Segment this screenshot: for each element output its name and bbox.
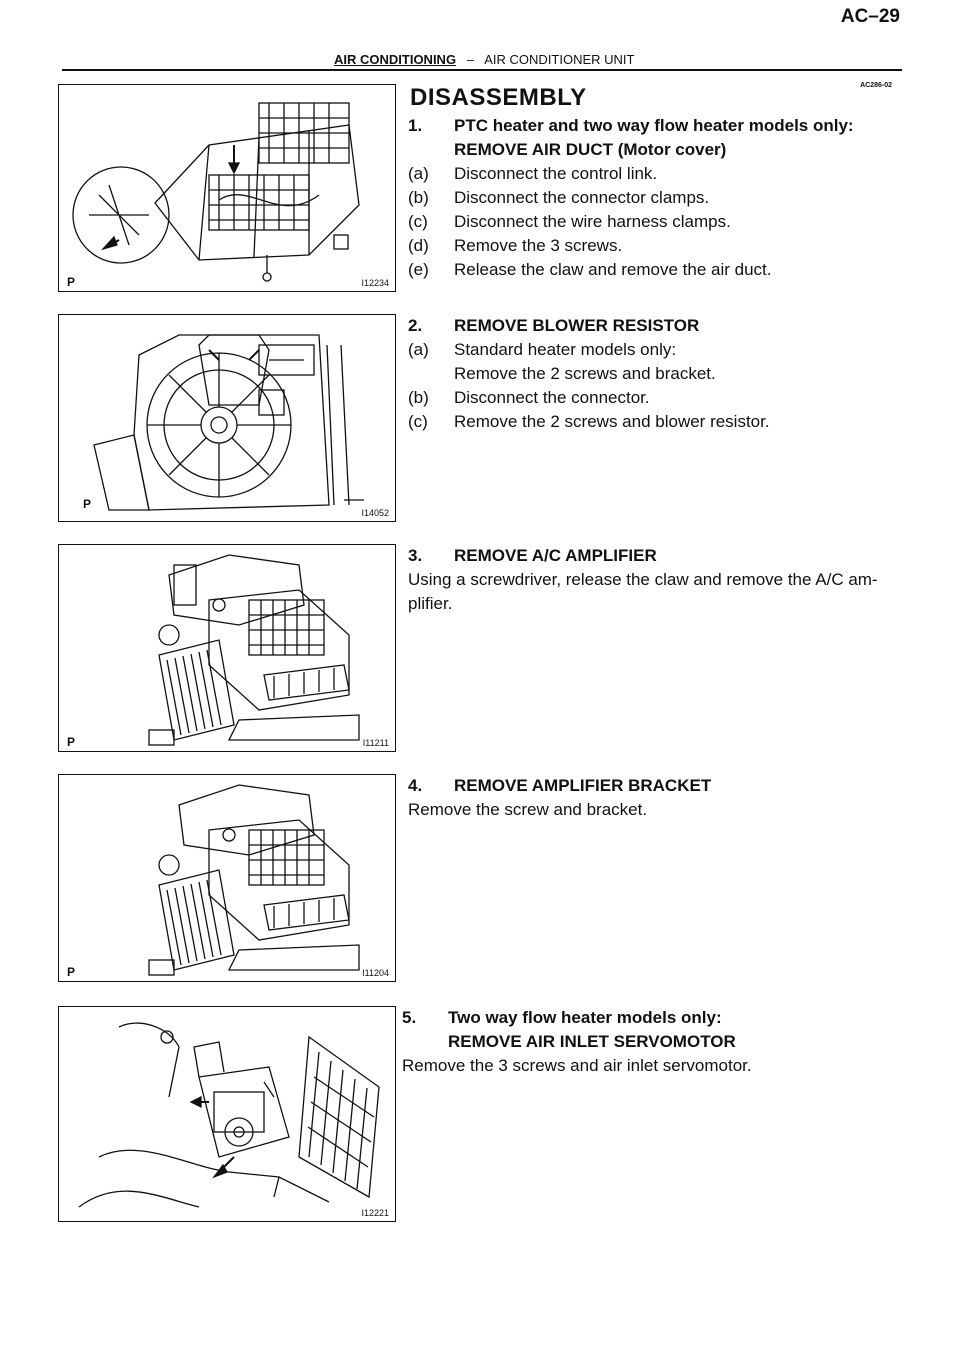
substep-label: (b) — [408, 388, 429, 407]
step-2: 2. REMOVE BLOWER RESISTOR (a) Standard h… — [408, 314, 908, 434]
substep-b: (b) Disconnect the connector clamps. — [408, 186, 908, 210]
header-separator: – — [466, 52, 475, 67]
step-title-line: PTC heater and two way flow heater model… — [454, 116, 854, 135]
step-number: 3. — [408, 546, 423, 565]
step-title: 1. PTC heater and two way flow heater mo… — [408, 114, 908, 138]
figure-id: I14052 — [361, 508, 389, 518]
step-title: 5. Two way flow heater models only: — [402, 1006, 902, 1030]
step-title-line: Two way flow heater models only: — [448, 1008, 722, 1027]
figure-amplifier-bracket: P I11204 — [58, 774, 396, 982]
substep-text: Release the claw and remove the air duct… — [454, 260, 772, 279]
substep-label: (e) — [408, 260, 429, 279]
blower-resistor-illustration — [93, 334, 364, 511]
figure-id: I11211 — [362, 738, 389, 748]
step-title: 4. REMOVE AMPLIFIER BRACKET — [408, 774, 908, 798]
figure-p-label: P — [67, 965, 76, 979]
doc-code: AC286-02 — [860, 82, 892, 89]
substep-label: (a) — [408, 340, 429, 359]
step-number: 4. — [408, 776, 423, 795]
step-title-line-2: REMOVE AIR INLET SERVOMOTOR — [448, 1032, 736, 1051]
section-heading: DISASSEMBLY — [410, 84, 587, 111]
step-body-line-1: Using a screwdriver, release the claw an… — [408, 570, 878, 589]
step-4: 4. REMOVE AMPLIFIER BRACKET Remove the s… — [408, 774, 908, 822]
substep-label: (b) — [408, 188, 429, 207]
step-title-line: REMOVE AMPLIFIER BRACKET — [454, 776, 712, 795]
substep-text: Disconnect the control link. — [454, 164, 658, 183]
figure-p-label: P — [67, 735, 76, 749]
step-title-line: REMOVE A/C AMPLIFIER — [454, 546, 657, 565]
step-body-line-2: plifier. — [408, 594, 453, 613]
substep-text: Disconnect the connector. — [454, 388, 650, 407]
figure-blower-resistor: P I14052 — [58, 314, 396, 522]
figure-id: I12234 — [361, 278, 389, 288]
figure-id: I12221 — [361, 1208, 389, 1218]
amplifier-bracket-illustration — [148, 784, 360, 976]
step-body: Remove the screw and bracket. — [408, 800, 648, 819]
substep-c: (c) Remove the 2 screws and blower resis… — [408, 410, 908, 434]
step-title: 2. REMOVE BLOWER RESISTOR — [408, 314, 908, 338]
step-number: 1. — [408, 116, 423, 135]
substep-a: (a) Standard heater models only: — [408, 338, 908, 362]
step-title-line: REMOVE BLOWER RESISTOR — [454, 316, 700, 335]
substep-b: (b) Disconnect the connector. — [408, 386, 908, 410]
substep-text: Disconnect the connector clamps. — [454, 188, 710, 207]
section-name: AIR CONDITIONING — [334, 52, 457, 67]
air-duct-illustration — [72, 102, 360, 282]
substep-label: (c) — [408, 412, 428, 431]
substep-text: Remove the 3 screws. — [454, 236, 623, 255]
figure-air-inlet-servomotor: I12221 — [58, 1006, 396, 1222]
subsection-name: AIR CONDITIONER UNIT — [484, 52, 635, 67]
substep-text: Remove the 2 screws and blower resistor. — [454, 412, 770, 431]
substep-d: (d) Remove the 3 screws. — [408, 234, 908, 258]
step-body: Remove the 3 screws and air inlet servom… — [402, 1056, 752, 1075]
figure-ac-amplifier: P I11211 — [58, 544, 396, 752]
step-title: 3. REMOVE A/C AMPLIFIER — [408, 544, 908, 568]
step-5: 5. Two way flow heater models only: REMO… — [402, 1006, 902, 1078]
substep-label: (c) — [408, 212, 428, 231]
substep-c: (c) Disconnect the wire harness clamps. — [408, 210, 908, 234]
header-rule — [62, 69, 902, 71]
air-inlet-servomotor-illustration — [78, 1022, 380, 1208]
step-number: 2. — [408, 316, 423, 335]
substep-a-line-2: Remove the 2 screws and bracket. — [454, 364, 716, 383]
figure-air-duct: P I12234 — [58, 84, 396, 292]
substep-a: (a) Disconnect the control link. — [408, 162, 908, 186]
figure-id: I11204 — [362, 968, 389, 978]
step-number: 5. — [402, 1008, 417, 1027]
step-title-line-2: REMOVE AIR DUCT (Motor cover) — [454, 140, 727, 159]
step-3: 3. REMOVE A/C AMPLIFIER Using a screwdri… — [408, 544, 908, 616]
substep-label: (d) — [408, 236, 429, 255]
ac-amplifier-illustration — [148, 554, 360, 746]
figure-p-label: P — [67, 275, 76, 289]
substep-text: Standard heater models only: — [454, 340, 677, 359]
substep-label: (a) — [408, 164, 429, 183]
substep-e: (e) Release the claw and remove the air … — [408, 258, 908, 282]
figure-p-label: P — [83, 497, 92, 511]
page-number: AC–29 — [840, 6, 900, 27]
substep-text: Disconnect the wire harness clamps. — [454, 212, 731, 231]
header-title: AIR CONDITIONING – AIR CONDITIONER UNIT — [334, 52, 635, 67]
step-1: 1. PTC heater and two way flow heater mo… — [408, 114, 908, 282]
